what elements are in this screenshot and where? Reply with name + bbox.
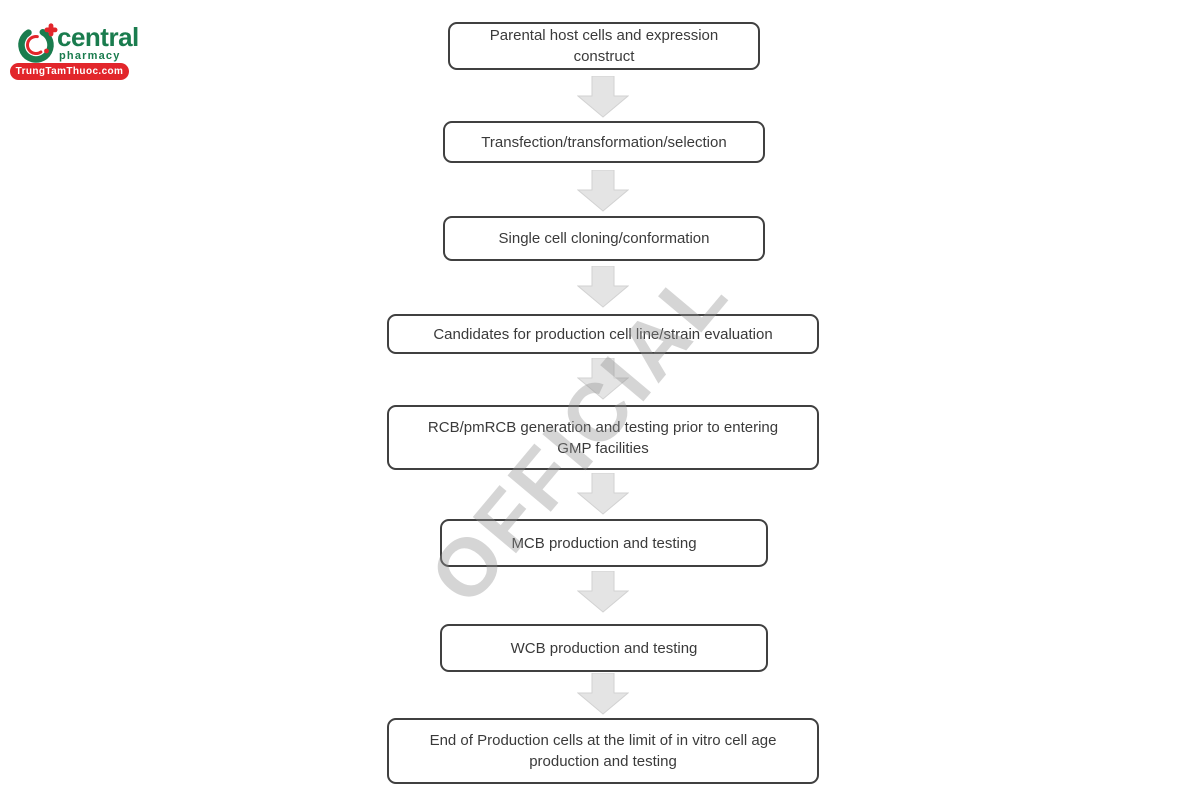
flow-step-rcb-generation: RCB/pmRCB generation and testing prior t… bbox=[387, 405, 819, 470]
logo-subtitle-text: pharmacy bbox=[59, 50, 121, 62]
logo-brand-text: central bbox=[57, 22, 139, 52]
flow-step-candidates: Candidates for production cell line/stra… bbox=[387, 314, 819, 354]
down-arrow-icon bbox=[577, 76, 629, 118]
flow-step-mcb-production: MCB production and testing bbox=[440, 519, 768, 567]
down-arrow-icon bbox=[577, 571, 629, 613]
flow-step-transfection: Transfection/transformation/selection bbox=[443, 121, 765, 163]
flow-step-wcb-production: WCB production and testing bbox=[440, 624, 768, 672]
down-arrow-icon bbox=[577, 673, 629, 715]
flow-step-parental-host-cells: Parental host cells and expression const… bbox=[448, 22, 760, 70]
down-arrow-icon bbox=[577, 358, 629, 400]
down-arrow-icon bbox=[577, 170, 629, 212]
central-pharmacy-logo: central pharmacy TrungTamThuoc.com bbox=[0, 0, 150, 90]
down-arrow-icon bbox=[577, 473, 629, 515]
flow-step-end-of-production: End of Production cells at the limit of … bbox=[387, 718, 819, 784]
logo-c-icon bbox=[18, 23, 58, 63]
down-arrow-icon bbox=[577, 266, 629, 308]
logo-banner: TrungTamThuoc.com bbox=[10, 63, 129, 80]
flow-step-single-cell-cloning: Single cell cloning/conformation bbox=[443, 216, 765, 261]
